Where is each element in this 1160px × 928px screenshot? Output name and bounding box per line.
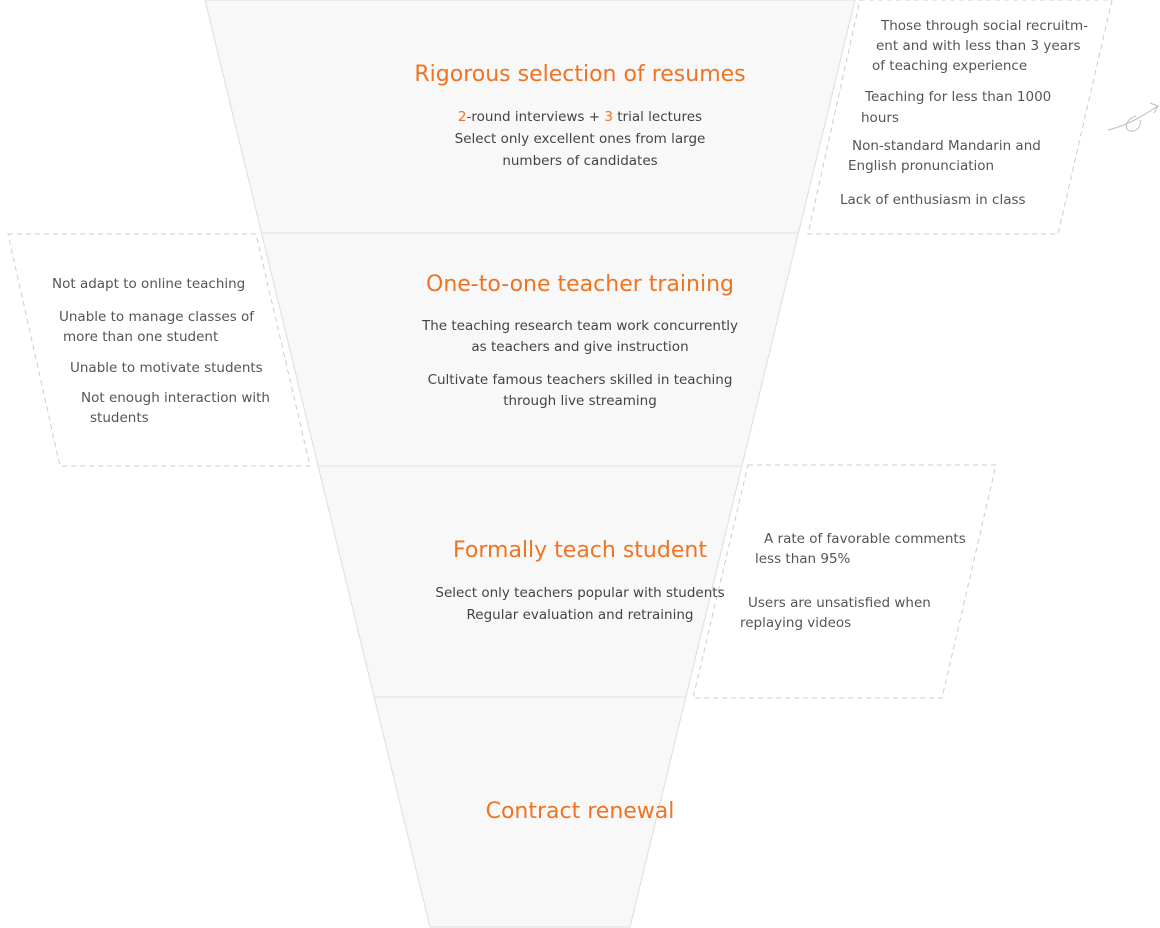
note-online-teaching: Not adapt to online teaching <box>52 276 246 292</box>
funnel-shape <box>204 0 856 928</box>
stage-title-formal-teaching: Formally teach student <box>453 538 707 563</box>
stage-3-line-2: Regular evaluation and retraining <box>466 607 694 623</box>
note-manage-classes-line-2: more than one student <box>63 329 219 345</box>
curved-arrow-icon <box>1107 102 1159 132</box>
interview-rounds-number: 2 <box>457 109 467 125</box>
note-teaching-hours-line-2: hours <box>861 110 899 126</box>
note-enthusiasm: Lack of enthusiasm in class <box>840 192 1026 208</box>
stage-title-contract-renewal: Contract renewal <box>485 799 675 824</box>
note-pronunciation-line-2: English pronunciation <box>848 158 995 174</box>
stage-title-teacher-training: One-to-one teacher training <box>426 272 734 297</box>
interview-rounds-text: -round interviews + <box>466 109 605 125</box>
note-interaction-line-1: Not enough interaction with <box>81 390 270 406</box>
stage-2-line-1: The teaching research team work concurre… <box>421 318 739 334</box>
stage-title-resume-selection: Rigorous selection of resumes <box>414 62 746 87</box>
note-social-recruitment-line-1: Those through social recruitm- <box>881 18 1088 34</box>
stage-1-line-3: numbers of candidates <box>502 153 658 169</box>
note-replay-videos-line-2: replaying videos <box>740 615 852 631</box>
note-replay-videos-line-1: Users are unsatisfied when <box>748 595 931 611</box>
stage-2-line-3: Cultivate famous teachers skilled in tea… <box>427 372 733 388</box>
stage-2-line-4: through live streaming <box>503 393 657 409</box>
note-box-bottom-right <box>692 464 997 699</box>
trial-lectures-number: 3 <box>604 109 613 125</box>
stage-3-line-1: Select only teachers popular with studen… <box>435 585 725 601</box>
stage-1-line-1: 2-round interviews + 3 trial lectures <box>0 107 1160 128</box>
note-pronunciation-line-1: Non-standard Mandarin and <box>852 138 1041 154</box>
note-teaching-hours-line-1: Teaching for less than 1000 <box>865 89 1052 105</box>
note-favorable-comments-line-2: less than 95% <box>755 551 851 567</box>
note-favorable-comments-line-1: A rate of favorable comments <box>764 531 966 547</box>
note-manage-classes-line-1: Unable to manage classes of <box>59 309 255 325</box>
stage-2-line-2: as teachers and give instruction <box>471 339 689 355</box>
note-box-top-right <box>807 0 1113 235</box>
note-box-left <box>7 233 311 467</box>
note-interaction-line-2: students <box>90 410 149 426</box>
trial-lectures-text: trial lectures <box>612 109 703 125</box>
note-motivate-students: Unable to motivate students <box>70 360 263 376</box>
note-social-recruitment-line-2: ent and with less than 3 years <box>876 38 1081 54</box>
note-social-recruitment-line-3: of teaching experience <box>872 58 1028 74</box>
stage-1-line-2: Select only excellent ones from large <box>454 131 706 147</box>
